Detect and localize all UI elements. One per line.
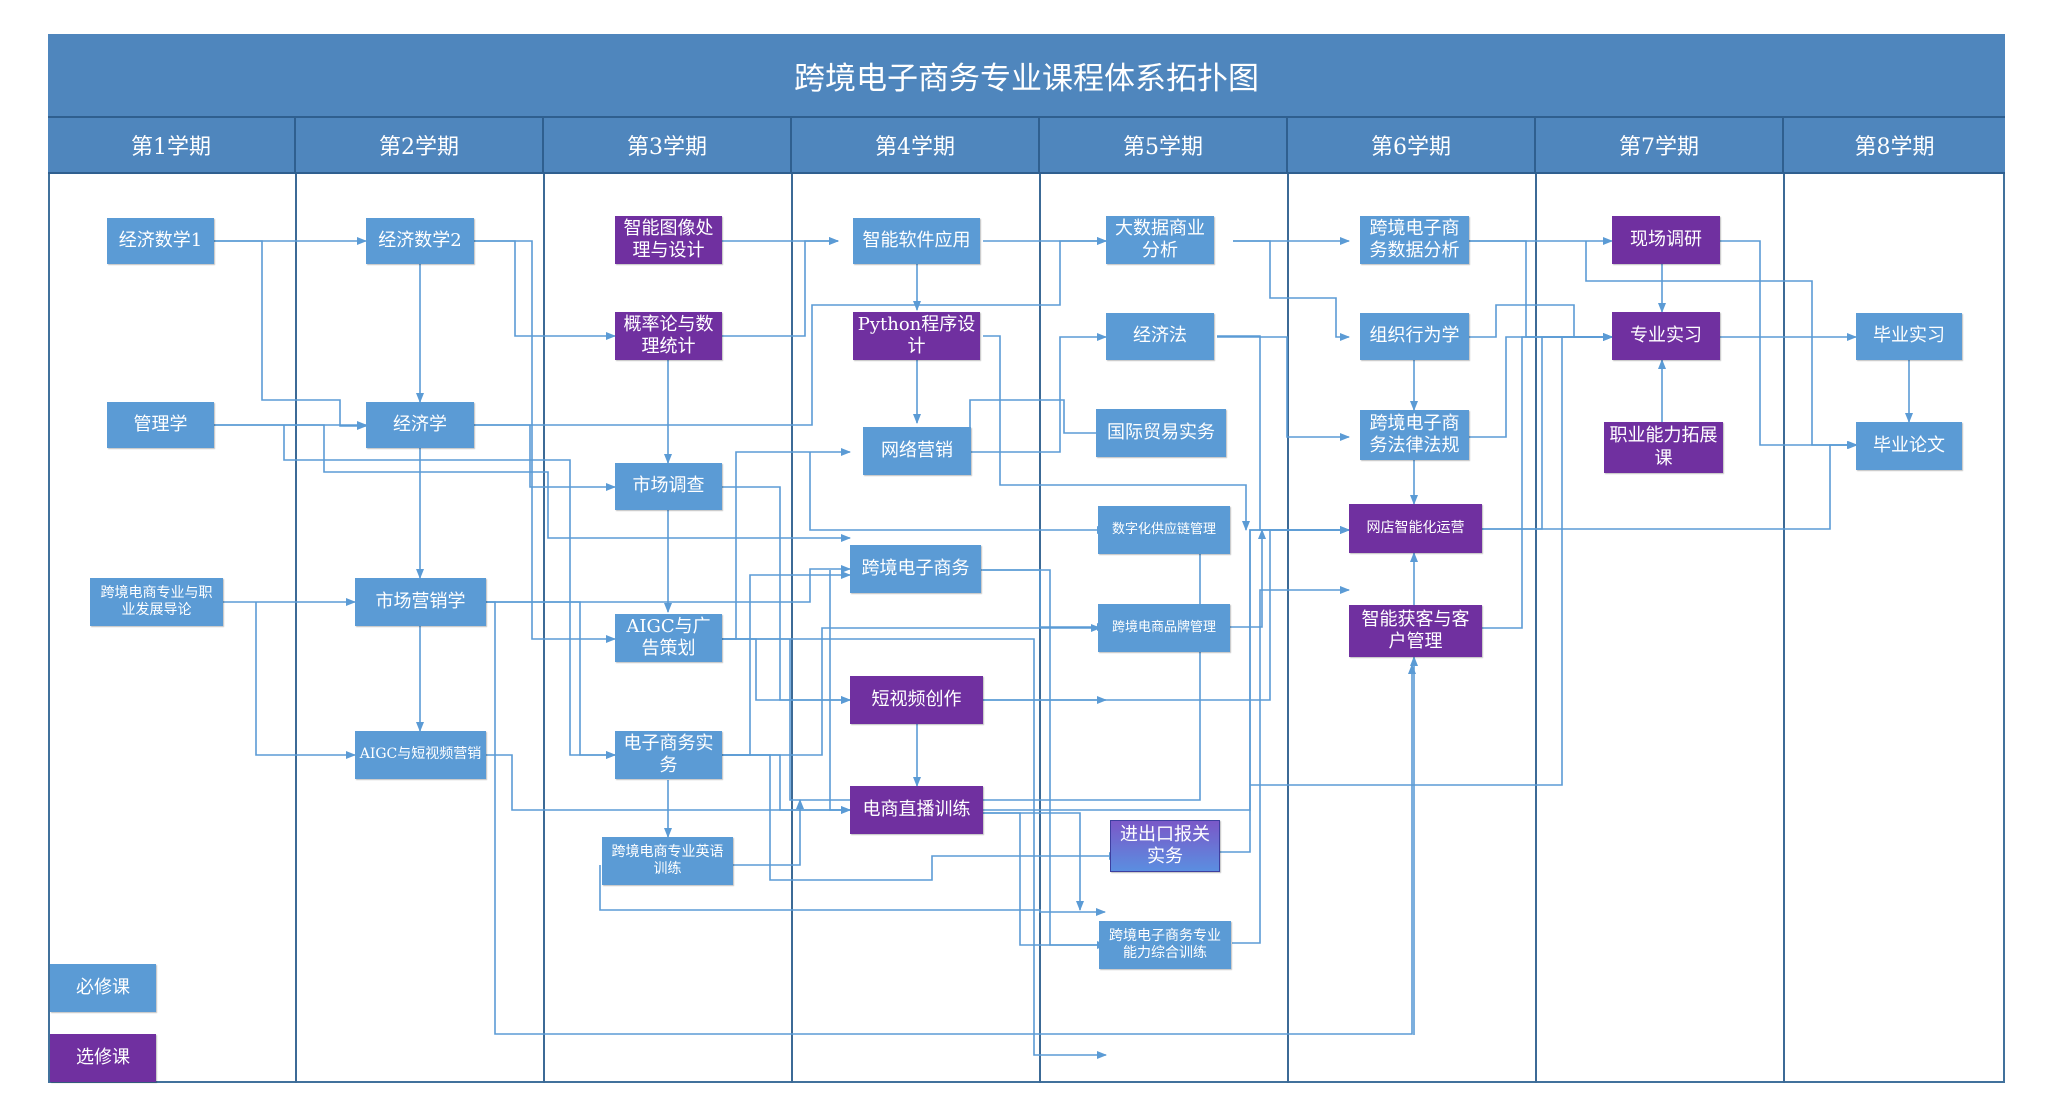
diagram-title: 跨境电子商务专业课程体系拓扑图 <box>48 34 2005 118</box>
connector <box>1250 333 1613 786</box>
course-economic-law: 经济法 <box>1106 313 1214 360</box>
connector <box>214 240 367 430</box>
course-smart-store-operation: 网店智能化运营 <box>1349 504 1482 553</box>
connector <box>1585 241 1857 449</box>
connector <box>486 754 851 814</box>
connector <box>983 569 1107 631</box>
connector <box>1232 586 1350 944</box>
course-aigc-short-video-marketing: AIGC与短视频营销 <box>355 731 486 779</box>
connector <box>983 335 1250 531</box>
course-smart-crm: 智能获客与客户管理 <box>1349 605 1482 657</box>
course-comprehensive-training: 跨境电子商务专业能力综合训练 <box>1099 921 1231 969</box>
column-divider <box>1287 174 1289 1083</box>
connector <box>474 601 1416 1035</box>
connector <box>214 424 851 542</box>
connector <box>1469 304 1613 341</box>
connector <box>474 237 1107 426</box>
course-image-processing: 智能图像处理与设计 <box>615 216 722 264</box>
connector <box>722 529 1204 801</box>
connector <box>1482 333 1613 629</box>
connector <box>700 799 804 866</box>
connector <box>1217 335 1350 534</box>
course-international-trade: 国际贸易实务 <box>1096 409 1226 457</box>
course-network-marketing: 网络营销 <box>863 427 971 475</box>
semester-header-1: 第1学期 <box>48 118 296 174</box>
course-live-streaming: 电商直播训练 <box>850 786 983 834</box>
connector <box>1217 336 1350 441</box>
course-probability-statistics: 概率论与数理统计 <box>615 312 722 360</box>
column-divider <box>295 174 297 1083</box>
course-cross-border-ecommerce: 跨境电子商务 <box>850 545 981 593</box>
connector <box>722 638 1107 1059</box>
semester-header-7: 第7学期 <box>1536 118 1784 174</box>
connector <box>474 240 616 643</box>
semester-header-8: 第8学期 <box>1784 118 2005 174</box>
semester-header-5: 第5学期 <box>1040 118 1288 174</box>
course-field-research: 现场调研 <box>1612 216 1720 264</box>
course-ecommerce-data-analysis: 跨境电子商务数据分析 <box>1360 216 1469 264</box>
connector <box>983 812 1084 911</box>
course-marketing: 市场营销学 <box>355 578 486 626</box>
course-market-survey: 市场调查 <box>615 463 722 510</box>
semester-header-3: 第3学期 <box>544 118 792 174</box>
course-graduation-internship: 毕业实习 <box>1856 313 1962 360</box>
connector <box>1712 240 1857 449</box>
legend-required: 必修课 <box>50 964 156 1012</box>
connector <box>1469 333 1613 438</box>
connector <box>474 424 616 491</box>
course-econ-math-1: 经济数学1 <box>107 218 214 264</box>
course-econ-math-2: 经济数学2 <box>366 218 474 264</box>
course-ecommerce-law: 跨境电子商务法律法规 <box>1360 410 1469 460</box>
connector <box>720 237 839 337</box>
course-professional-internship: 专业实习 <box>1612 312 1720 360</box>
course-professional-english: 跨境电商专业英语训练 <box>602 837 733 885</box>
connector <box>1218 526 1350 853</box>
connector <box>474 240 616 340</box>
column-divider <box>1783 174 1785 1083</box>
course-short-video-creation: 短视频创作 <box>850 676 983 724</box>
connector <box>722 754 1119 881</box>
connector <box>599 865 1106 916</box>
course-management: 管理学 <box>107 402 214 448</box>
connector <box>255 602 356 759</box>
course-digital-supply-chain: 数字化供应链管理 <box>1098 506 1230 554</box>
connector <box>971 333 1107 453</box>
semester-header-2: 第2学期 <box>296 118 544 174</box>
course-python-programming: Python程序设计 <box>853 312 980 360</box>
course-big-data-analytics: 大数据商业分析 <box>1106 216 1214 264</box>
connector <box>722 624 1101 756</box>
connector <box>1482 333 1613 530</box>
connector <box>474 565 851 603</box>
legend-elective: 选修课 <box>50 1034 156 1082</box>
connector <box>1227 529 1266 628</box>
course-brand-management: 跨境电商品牌管理 <box>1098 604 1230 652</box>
course-organizational-behavior: 组织行为学 <box>1360 313 1469 360</box>
course-ecommerce-practice: 电子商务实务 <box>615 731 722 779</box>
column-divider <box>791 174 793 1083</box>
column-divider <box>543 174 545 1083</box>
connector <box>969 399 1107 452</box>
semester-header-4: 第4学期 <box>792 118 1040 174</box>
connector <box>1469 240 1613 341</box>
course-career-development: 职业能力拓展课 <box>1604 422 1723 473</box>
course-thesis: 毕业论文 <box>1856 422 1962 470</box>
connector <box>1233 240 1350 341</box>
course-customs-declaration: 进出口报关实务 <box>1110 820 1220 872</box>
semester-header-6: 第6学期 <box>1288 118 1536 174</box>
connector <box>809 452 1107 534</box>
column-divider <box>1535 174 1537 1083</box>
course-economics: 经济学 <box>366 402 474 448</box>
course-career-intro: 跨境电商专业与职业发展导论 <box>90 578 223 626</box>
course-smart-software: 智能软件应用 <box>853 218 980 264</box>
connector <box>983 812 1107 949</box>
course-aigc-advertising: AIGC与广告策划 <box>615 614 722 662</box>
